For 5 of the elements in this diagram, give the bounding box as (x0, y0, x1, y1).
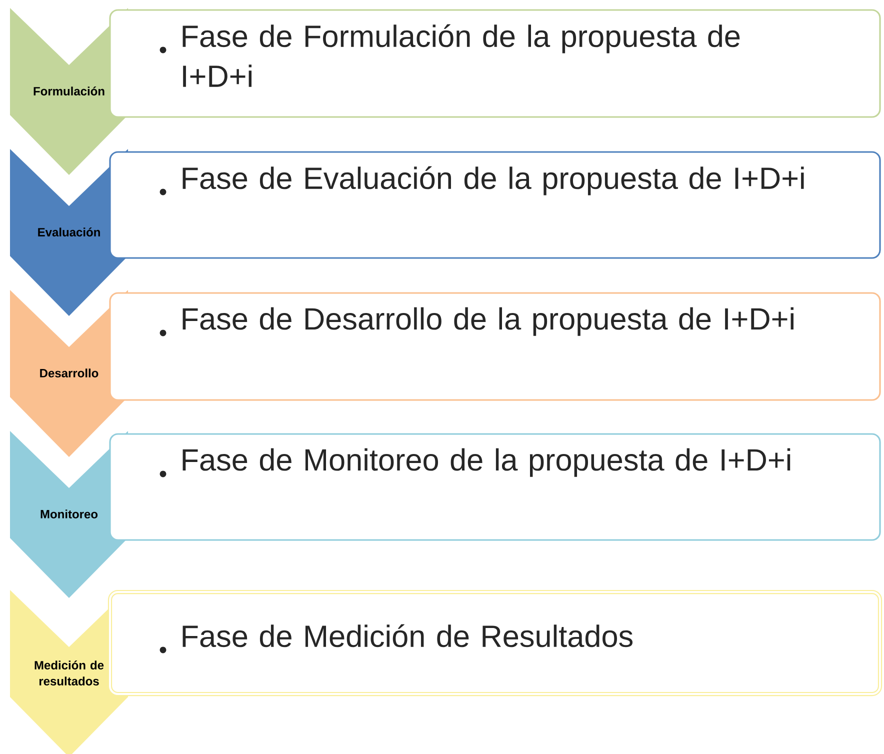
text-box: Fase de Formulación de la propuesta de I+D+i (109, 9, 881, 118)
text-box: Fase de Evaluación de la propuesta de I+D+i (109, 151, 881, 259)
text-box: Fase de Medición de Resultados (108, 590, 882, 696)
text-box: Fase de Monitoreo de la propuesta de I+D+i (109, 433, 881, 541)
text-box: Fase de Desarrollo de la propuesta de I+D+i (109, 292, 881, 401)
